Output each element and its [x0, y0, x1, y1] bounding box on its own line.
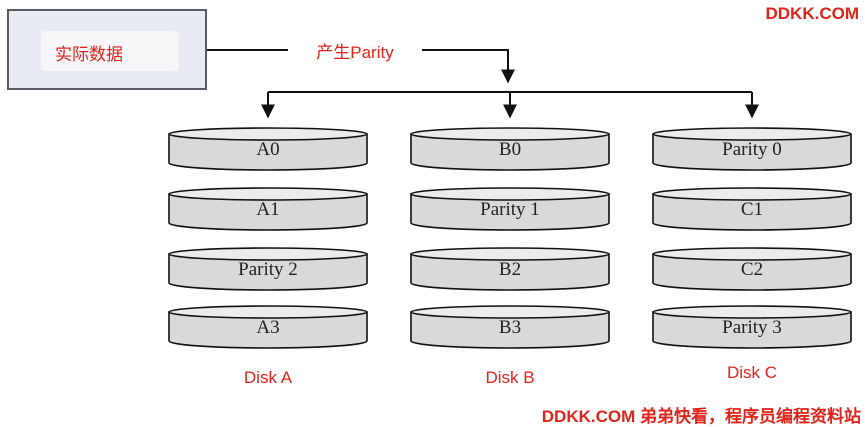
disk-cylinder-shape	[168, 127, 368, 171]
disk-block-label: B2	[498, 259, 522, 280]
disk-block-label: Parity 3	[722, 317, 782, 338]
disk-cylinder-shape	[410, 127, 610, 171]
disk-block-label: C1	[740, 199, 764, 220]
disk-name-label: Disk B	[485, 368, 535, 387]
source-data-box: 实际数据	[7, 9, 207, 90]
disk-block: B2	[410, 247, 610, 291]
disk-cylinder-shape	[168, 305, 368, 349]
disk-block: Parity 3	[652, 305, 852, 349]
disk-name-label: Disk C	[726, 363, 778, 382]
disk-name-label: Disk A	[243, 368, 293, 387]
source-data-inner: 实际数据	[41, 31, 179, 71]
source-data-label: 实际数据	[55, 45, 123, 64]
disk-cylinder-shape	[652, 187, 852, 231]
disk-block-label: A3	[256, 317, 280, 338]
disk-block-label: A1	[256, 199, 280, 220]
disk-cylinder-shape	[652, 247, 852, 291]
disk-block: A1	[168, 187, 368, 231]
disk-block: B0	[410, 127, 610, 171]
disk-block: Parity 2	[168, 247, 368, 291]
disk-block: A3	[168, 305, 368, 349]
disk-block-label: Parity 2	[238, 259, 298, 280]
disk-cylinder-shape	[410, 247, 610, 291]
disk-block-label: A0	[256, 139, 280, 160]
disk-block-label: C2	[740, 259, 764, 280]
disk-cylinder-shape	[652, 305, 852, 349]
disk-block: Parity 0	[652, 127, 852, 171]
watermark-top: DDKK.COM	[765, 4, 860, 23]
disk-cylinder-shape	[168, 247, 368, 291]
disk-block: C2	[652, 247, 852, 291]
disk-cylinder-shape	[410, 187, 610, 231]
disk-block-label: Parity 1	[480, 199, 540, 220]
disk-cylinder-shape	[652, 127, 852, 171]
disk-block: C1	[652, 187, 852, 231]
disk-cylinder-shape	[168, 187, 368, 231]
generate-parity-label: 产生Parity	[288, 42, 422, 64]
disk-block: Parity 1	[410, 187, 610, 231]
disk-block: A0	[168, 127, 368, 171]
watermark-bottom: DDKK.COM 弟弟快看，程序员编程资料站	[541, 407, 861, 426]
disk-block-label: B0	[498, 139, 522, 160]
disk-block-label: B3	[498, 317, 522, 338]
disk-cylinder-shape	[410, 305, 610, 349]
disk-block-label: Parity 0	[722, 139, 782, 160]
disk-block: B3	[410, 305, 610, 349]
